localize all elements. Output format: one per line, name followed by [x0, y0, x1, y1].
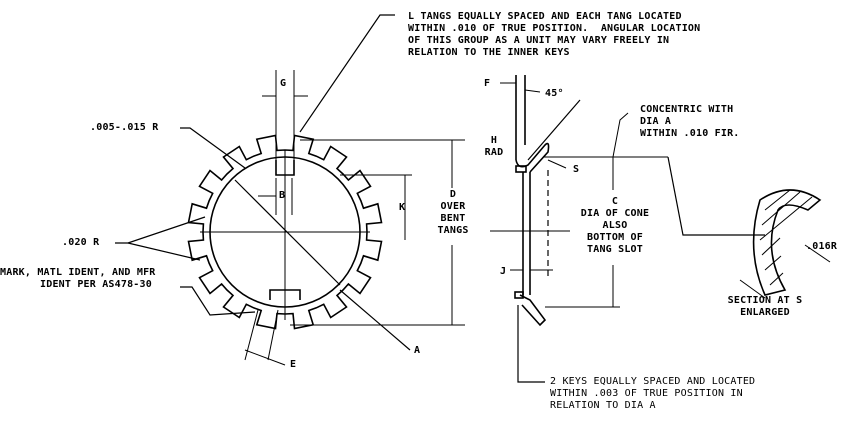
section-s-marker: S: [573, 164, 580, 175]
diameter-a-line: [234, 179, 341, 286]
section-at-s: [739, 189, 831, 299]
dim-f-label: F: [484, 78, 491, 89]
dia-a-label: A: [414, 345, 421, 356]
dim-k-label: K: [399, 202, 406, 213]
radius-020-label: .020 R: [62, 237, 100, 248]
dim-e-label: E: [290, 359, 297, 370]
inner-key-bottom: [269, 289, 301, 300]
dim-g-label: G: [280, 78, 287, 89]
dim-b-label: B: [279, 190, 286, 201]
dim-j-label: J: [500, 266, 507, 277]
inner-key-top: [275, 160, 295, 176]
lockwasher-side-view: [514, 75, 581, 327]
radius-016-label: .016R: [806, 241, 838, 252]
radius-005-015-label: .005-.015 R: [90, 122, 159, 133]
angle-45-label: 45°: [545, 88, 564, 99]
tangs-note: L TANGS EQUALLY SPACED AND EACH TANG LOC…: [408, 11, 701, 58]
